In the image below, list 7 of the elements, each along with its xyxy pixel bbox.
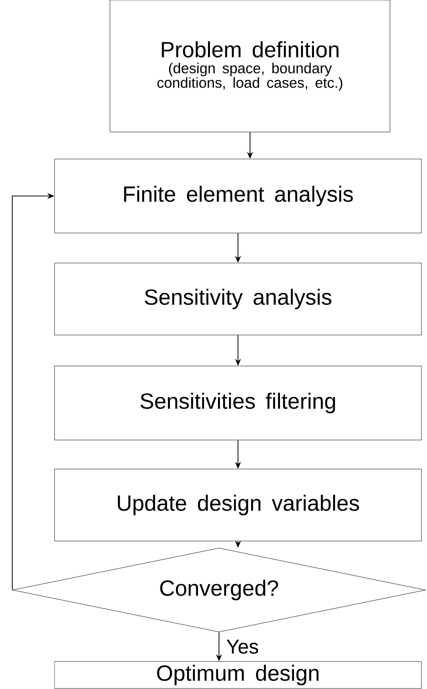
- process-box: Update design variables: [54, 468, 422, 542]
- edge-label: Yes: [225, 638, 260, 655]
- process-box: Sensitivities filtering: [54, 366, 422, 440]
- process-box: Finite element analysis: [54, 158, 422, 234]
- process-box: Problem definition (design space, boundary conditions, load cases, etc.): [110, 0, 390, 132]
- process-box: Sensitivity analysis: [54, 262, 422, 336]
- process-box: Optimum design: [54, 661, 422, 689]
